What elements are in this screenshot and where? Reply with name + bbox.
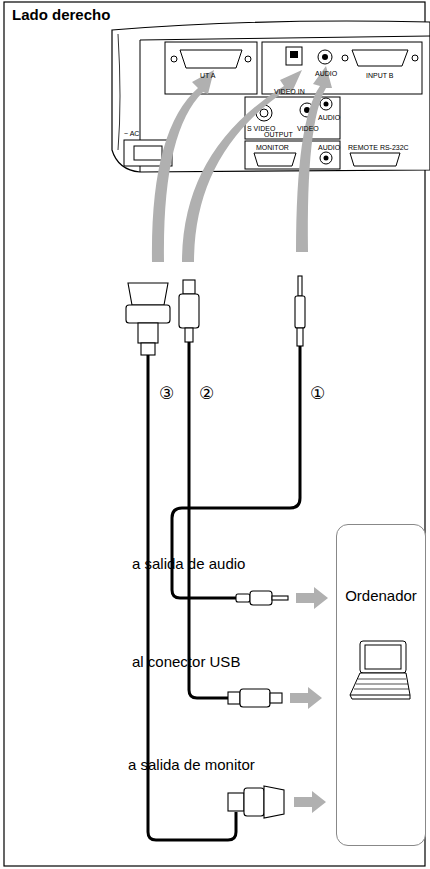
laptop-icon: [346, 637, 416, 707]
computer-box: Ordenador: [336, 524, 426, 846]
connection-label: a salida de monitor: [128, 757, 255, 774]
port-label: VIDEO IN: [274, 88, 305, 96]
callout-number: ②: [198, 384, 215, 403]
port-label: ~ AC: [124, 130, 139, 138]
port-label: VIDEO: [297, 125, 319, 133]
port-label: OUTPUT: [264, 131, 293, 139]
port-label: REMOTE RS-232C: [348, 144, 409, 152]
port-label: AUDIO: [315, 70, 337, 78]
port-label: AUDIO: [318, 144, 340, 152]
connection-label: a salida de audio: [132, 556, 245, 573]
node-text: Ordenador: [337, 587, 425, 604]
port-label: AUDIO: [318, 114, 340, 122]
callout-number: ①: [309, 384, 326, 403]
callout-number: ③: [158, 384, 175, 403]
connection-label: al conector USB: [132, 654, 240, 671]
port-label: UT A: [200, 72, 215, 80]
port-label: MONITOR: [256, 144, 289, 152]
diagram-title: Lado derecho: [12, 6, 110, 23]
port-label: INPUT B: [366, 72, 394, 80]
